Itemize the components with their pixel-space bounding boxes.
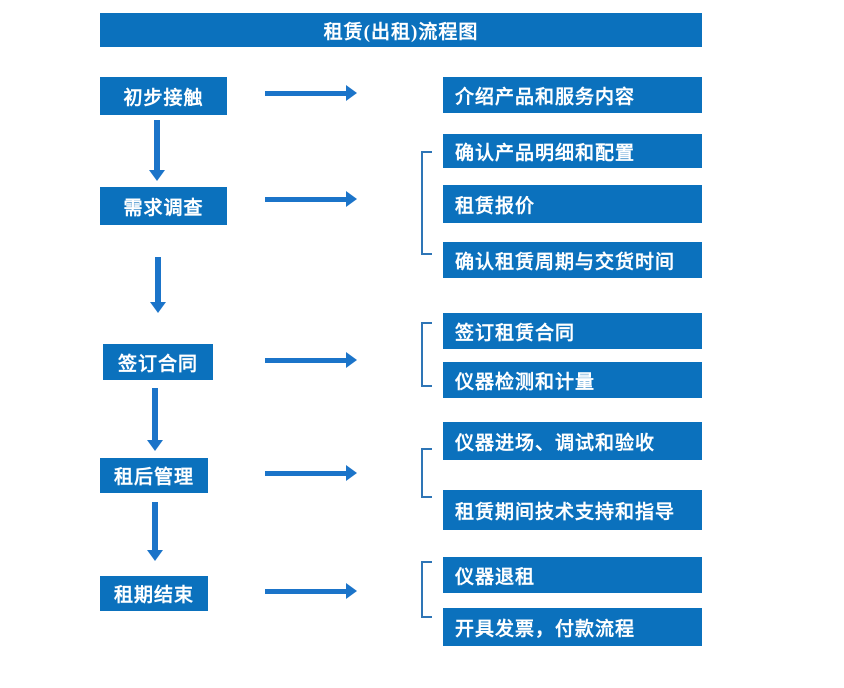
right-arrow-icon bbox=[265, 352, 357, 368]
group-bracket bbox=[421, 151, 432, 255]
detail-sign-rental-contract: 签订租赁合同 bbox=[443, 313, 702, 349]
right-arrow-icon bbox=[265, 583, 357, 599]
detail-confirm-period: 确认租赁周期与交货时间 bbox=[443, 242, 702, 278]
down-arrow-icon bbox=[150, 257, 166, 313]
detail-instrument-return: 仪器退租 bbox=[443, 557, 702, 593]
step-sign-contract: 签订合同 bbox=[103, 344, 213, 380]
detail-instrument-testing: 仪器检测和计量 bbox=[443, 362, 702, 398]
detail-rental-quote: 租赁报价 bbox=[443, 185, 702, 223]
detail-confirm-product-spec: 确认产品明细和配置 bbox=[443, 134, 702, 168]
down-arrow-icon bbox=[149, 120, 165, 181]
group-bracket bbox=[421, 448, 432, 498]
right-arrow-icon bbox=[265, 85, 357, 101]
down-arrow-icon bbox=[147, 502, 163, 561]
detail-tech-support: 租赁期间技术支持和指导 bbox=[443, 490, 702, 530]
detail-invoice-payment: 开具发票，付款流程 bbox=[443, 608, 702, 646]
right-arrow-icon bbox=[265, 191, 357, 207]
detail-introduce-products: 介绍产品和服务内容 bbox=[443, 77, 702, 113]
group-bracket bbox=[421, 322, 432, 387]
step-rental-end: 租期结束 bbox=[100, 576, 208, 611]
group-bracket bbox=[421, 561, 432, 618]
right-arrow-icon bbox=[265, 465, 357, 481]
step-demand-survey: 需求调查 bbox=[100, 187, 227, 225]
step-initial-contact: 初步接触 bbox=[100, 77, 227, 115]
detail-instrument-setup: 仪器进场、调试和验收 bbox=[443, 422, 702, 460]
down-arrow-icon bbox=[147, 388, 163, 451]
flowchart-title: 租赁(出租)流程图 bbox=[100, 13, 702, 47]
step-post-rental-mgmt: 租后管理 bbox=[100, 458, 208, 493]
